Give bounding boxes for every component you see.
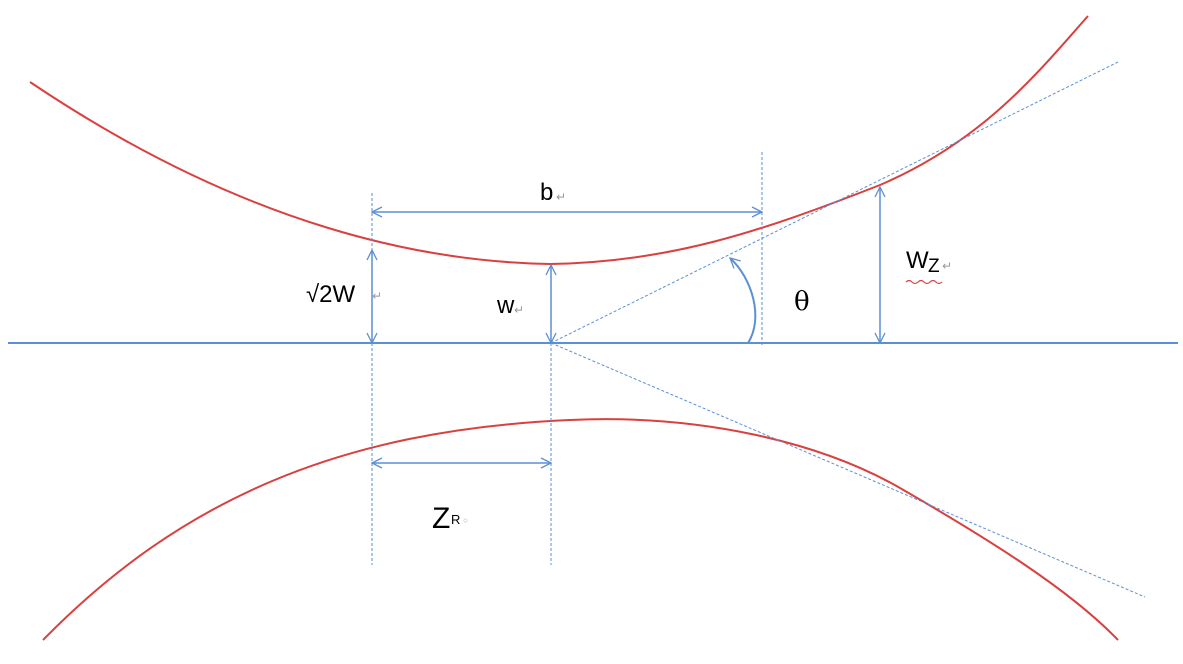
paragraph-mark-icon: ↵ [514,303,524,317]
label-zr-subscript: R [451,512,460,527]
label-wz: W [906,247,929,274]
label-sqrt2w: √2W [306,281,356,308]
label-b: b [540,179,553,206]
label-zr: Z [432,502,450,535]
paragraph-mark-icon: ◦ [462,514,469,528]
paragraph-mark-icon: ↵ [942,259,952,273]
asymptote-upper [550,61,1119,344]
paragraph-mark-icon: ↵ [372,289,382,303]
theta-angle-arc [730,258,757,344]
beam-envelope-lower [42,418,1119,641]
label-wz-subscript: Z [928,256,940,277]
label-w: w [496,292,515,319]
paragraph-mark-icon: ↵ [556,190,566,204]
asymptote-lower [550,342,1146,598]
spellcheck-underline [905,279,943,285]
beam-envelope-upper [29,15,1089,266]
label-theta: θ [794,287,810,317]
